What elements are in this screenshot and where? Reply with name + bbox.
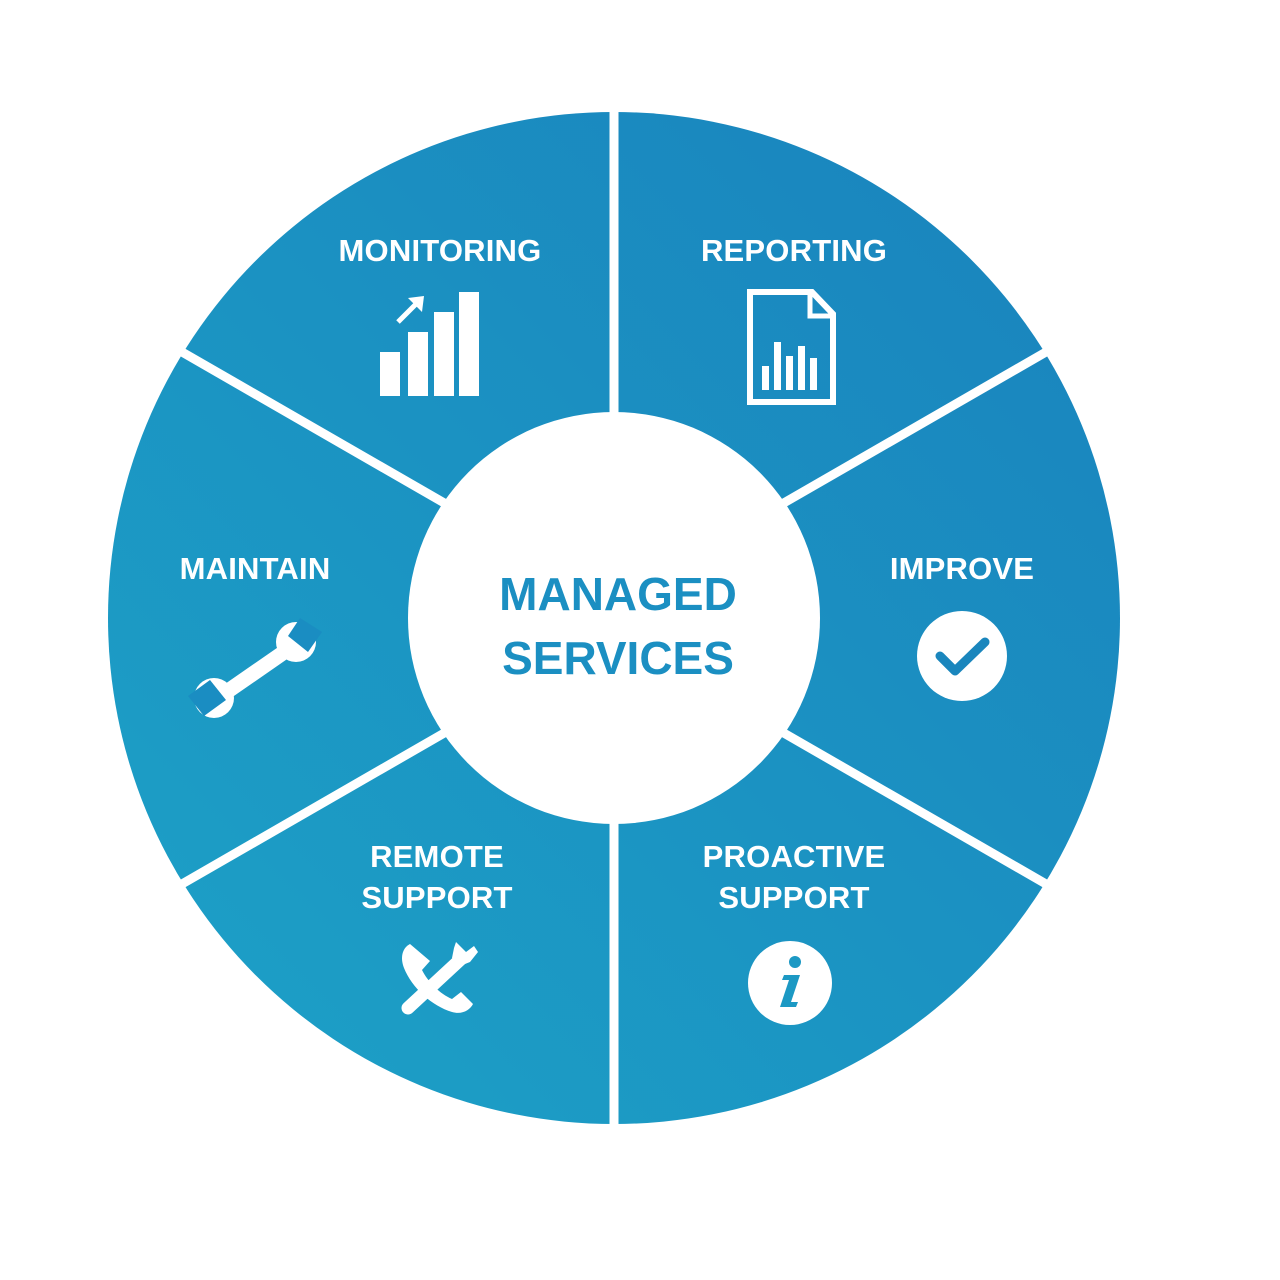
remote-label-line1: REMOTE	[370, 839, 504, 874]
segment-label-remote-support: REMOTE SUPPORT	[361, 836, 512, 918]
segment-label-proactive-support: PROACTIVE SUPPORT	[703, 836, 886, 918]
report-document-icon	[747, 289, 836, 405]
divider-lower-right	[779, 728, 1049, 888]
center-title-line2: SERVICES	[502, 632, 734, 684]
segment-label-monitoring: MONITORING	[339, 230, 542, 271]
improve-label: IMPROVE	[889, 551, 1035, 586]
segment-label-improve: IMPROVE	[890, 548, 1034, 589]
reporting-label: REPORTING	[700, 233, 888, 268]
proactive-label-line1: PROACTIVE	[702, 839, 886, 874]
checkmark-circle-icon	[917, 611, 1007, 701]
bar-chart-growth-icon	[380, 292, 479, 396]
divider-upper-right	[779, 348, 1049, 508]
segment-dividers	[179, 112, 1049, 1124]
remote-label-line2: SUPPORT	[361, 880, 513, 915]
divider-upper-left	[179, 348, 449, 508]
proactive-label-line2: SUPPORT	[718, 880, 870, 915]
wrench-icon	[188, 618, 322, 718]
phone-wrench-icon	[401, 942, 478, 1015]
monitoring-label: MONITORING	[338, 233, 542, 268]
segment-label-maintain: MAINTAIN	[180, 548, 331, 589]
center-title-line1: MANAGED	[499, 568, 737, 620]
center-title: MANAGED SERVICES	[499, 562, 737, 690]
info-circle-icon	[748, 941, 832, 1025]
divider-lower-left	[179, 728, 449, 888]
maintain-label: MAINTAIN	[179, 551, 331, 586]
center-hub	[408, 412, 820, 824]
segment-label-reporting: REPORTING	[701, 230, 887, 271]
